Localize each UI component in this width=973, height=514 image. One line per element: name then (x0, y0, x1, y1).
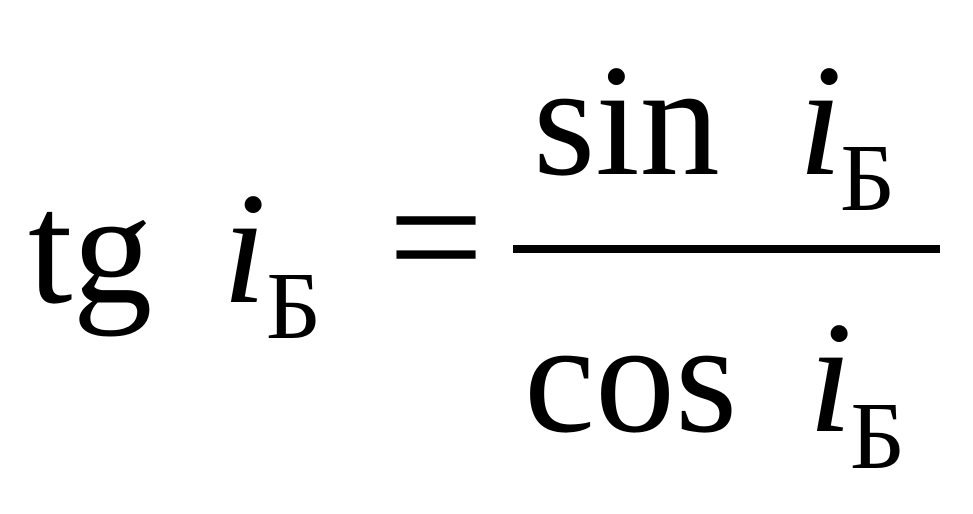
denominator-subscript: Б (850, 382, 906, 489)
lhs-subscript: Б (266, 252, 322, 359)
numerator-function: sin (533, 31, 720, 209)
numerator-subscript: Б (840, 124, 896, 231)
denominator-variable: i (808, 288, 853, 466)
lhs-function: tg (28, 159, 153, 337)
lhs-variable: i (222, 159, 267, 337)
equals-sign: = (388, 143, 484, 331)
denominator-function: cos (524, 288, 738, 466)
fraction-bar (513, 245, 940, 253)
numerator-variable: i (798, 31, 843, 209)
